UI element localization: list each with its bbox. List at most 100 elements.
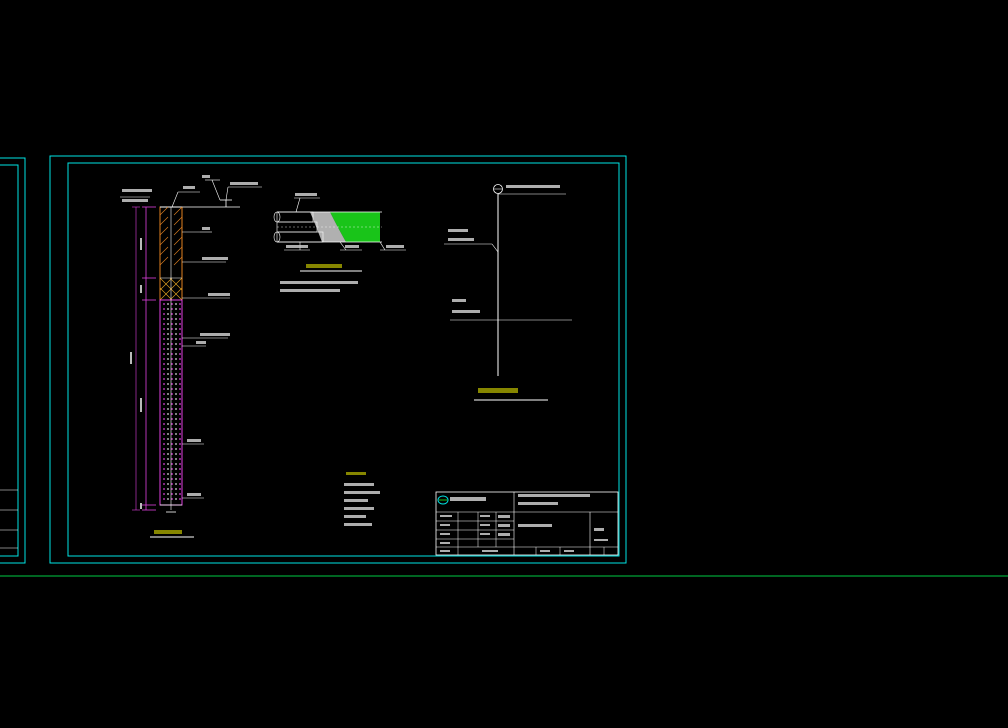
- gravel-dot: [171, 493, 173, 495]
- gravel-dot: [179, 348, 181, 350]
- gravel-dot: [179, 328, 181, 330]
- gravel-dot: [179, 383, 181, 385]
- gravel-dot: [175, 428, 177, 430]
- gravel-dot: [175, 348, 177, 350]
- gravel-dot: [167, 448, 169, 450]
- gravel-dot: [167, 428, 169, 430]
- gravel-dot: [167, 493, 169, 495]
- gravel-dot: [163, 318, 165, 320]
- gravel-dot: [167, 373, 169, 375]
- gravel-dot: [163, 343, 165, 345]
- gravel-dot: [171, 473, 173, 475]
- gravel-dot: [163, 488, 165, 490]
- gravel-dot: [175, 368, 177, 370]
- gravel-dot: [171, 463, 173, 465]
- gravel-dot: [175, 398, 177, 400]
- gravel-dot: [163, 348, 165, 350]
- gravel-dot: [163, 363, 165, 365]
- gravel-dot: [163, 448, 165, 450]
- gravel-dot: [163, 313, 165, 315]
- gravel-dot: [179, 343, 181, 345]
- gravel-dot: [179, 363, 181, 365]
- gravel-dot: [167, 453, 169, 455]
- gravel-dot: [179, 318, 181, 320]
- gravel-dot: [163, 308, 165, 310]
- gravel-dot: [167, 458, 169, 460]
- gravel-dot: [179, 338, 181, 340]
- gravel-dot: [175, 443, 177, 445]
- gravel-dot: [179, 463, 181, 465]
- gravel-dot: [167, 463, 169, 465]
- gravel-dot: [179, 353, 181, 355]
- gravel-dot: [175, 358, 177, 360]
- gravel-dot: [175, 303, 177, 305]
- gravel-dot: [167, 388, 169, 390]
- gravel-dot: [167, 313, 169, 315]
- gravel-dot: [175, 468, 177, 470]
- gravel-dot: [167, 403, 169, 405]
- gravel-dot: [163, 428, 165, 430]
- gravel-dot: [171, 313, 173, 315]
- gravel-dot: [179, 373, 181, 375]
- gravel-dot: [175, 338, 177, 340]
- gravel-dot: [167, 368, 169, 370]
- gravel-dot: [171, 498, 173, 500]
- gravel-dot: [171, 443, 173, 445]
- gravel-dot: [167, 418, 169, 420]
- gravel-dot: [163, 458, 165, 460]
- gravel-dot: [163, 398, 165, 400]
- general-notes: [344, 472, 380, 526]
- gravel-dot: [171, 488, 173, 490]
- gravel-dot: [171, 478, 173, 480]
- gravel-dot: [163, 368, 165, 370]
- gravel-dot: [171, 338, 173, 340]
- gravel-dot: [171, 403, 173, 405]
- gravel-dot: [179, 493, 181, 495]
- gravel-dot: [175, 408, 177, 410]
- gravel-dot: [167, 468, 169, 470]
- gravel-dot: [175, 463, 177, 465]
- gravel-dot: [163, 478, 165, 480]
- gravel-dot: [175, 438, 177, 440]
- gravel-dot: [179, 478, 181, 480]
- gravel-dot: [167, 498, 169, 500]
- gravel-dot: [175, 473, 177, 475]
- gravel-dot: [167, 308, 169, 310]
- gravel-dot: [163, 453, 165, 455]
- gravel-dot: [179, 323, 181, 325]
- gravel-dot: [167, 423, 169, 425]
- gravel-dot: [179, 483, 181, 485]
- gravel-dot: [163, 373, 165, 375]
- gravel-dot: [167, 333, 169, 335]
- gravel-dot: [175, 388, 177, 390]
- gravel-dot: [179, 433, 181, 435]
- gravel-dot: [179, 438, 181, 440]
- gravel-dot: [167, 383, 169, 385]
- gravel-dot: [163, 413, 165, 415]
- gravel-dot: [167, 478, 169, 480]
- gravel-dot: [171, 308, 173, 310]
- gravel-dot: [167, 358, 169, 360]
- gravel-dot: [163, 433, 165, 435]
- gravel-dot: [175, 403, 177, 405]
- sheet-frame: [49, 155, 627, 564]
- gravel-dot: [167, 488, 169, 490]
- gravel-dot: [179, 498, 181, 500]
- gravel-dot: [163, 333, 165, 335]
- gravel-dot: [163, 418, 165, 420]
- company-logo-icon: [437, 495, 449, 505]
- gravel-dot: [167, 363, 169, 365]
- gravel-dot: [179, 413, 181, 415]
- gravel-dot: [163, 323, 165, 325]
- gravel-dot: [167, 483, 169, 485]
- gravel-dot: [167, 303, 169, 305]
- gravel-dot: [171, 453, 173, 455]
- gravel-dot: [171, 393, 173, 395]
- gravel-dot: [171, 388, 173, 390]
- gravel-dot: [167, 378, 169, 380]
- gravel-dot: [175, 488, 177, 490]
- gravel-dot: [171, 343, 173, 345]
- gravel-dot: [163, 408, 165, 410]
- gravel-dot: [171, 413, 173, 415]
